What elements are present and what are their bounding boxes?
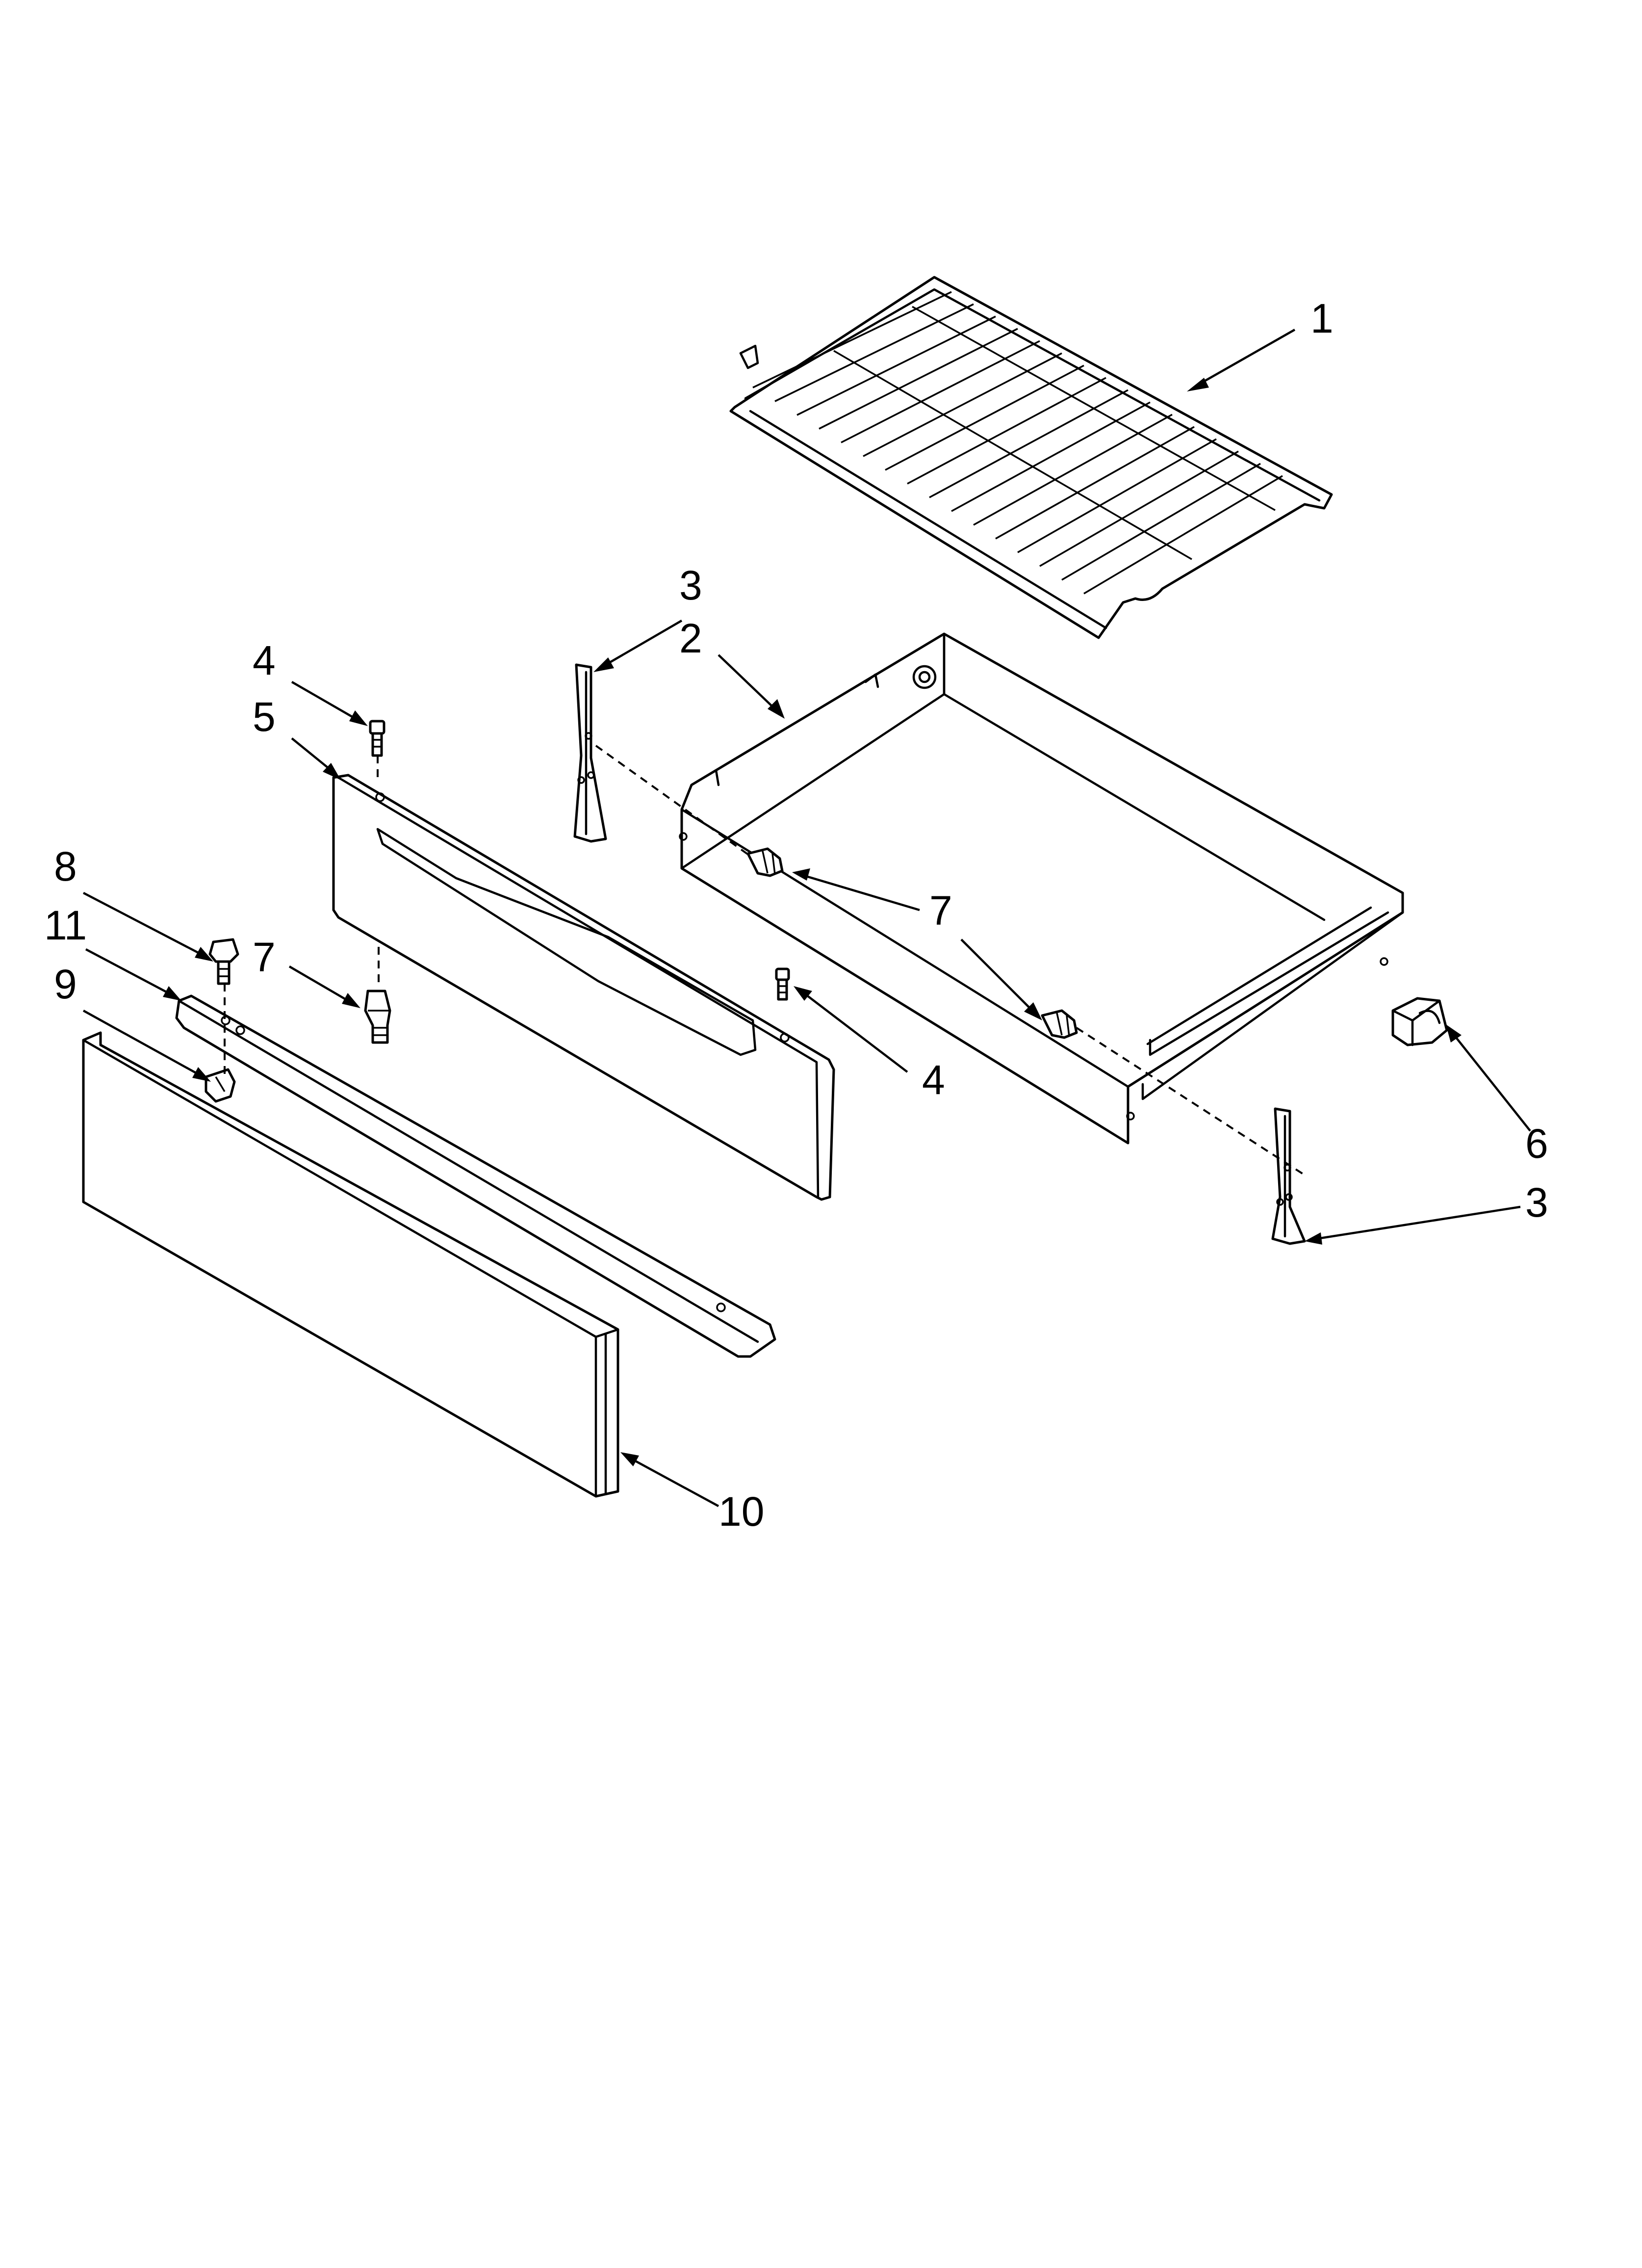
- part-drawer-front[interactable]: [332, 774, 835, 1201]
- part-screw-7-left-slide[interactable]: [746, 847, 784, 877]
- callout-4-top: 4: [253, 637, 276, 683]
- callout-3-top: 3: [679, 562, 702, 608]
- part-drawer-panel[interactable]: [82, 1031, 619, 1498]
- callout-7-left: 7: [253, 934, 276, 980]
- part-oven-rack[interactable]: [729, 276, 1333, 639]
- callout-2: 2: [679, 615, 702, 661]
- assembly-lines: [224, 745, 1306, 1176]
- part-slide-right[interactable]: [1271, 1107, 1306, 1245]
- part-clip[interactable]: [205, 1068, 236, 1103]
- part-screw-8[interactable]: [208, 938, 239, 985]
- part-bracket[interactable]: [1391, 997, 1448, 1046]
- callout-8: 8: [54, 843, 77, 889]
- part-screw-4-top[interactable]: [369, 720, 385, 757]
- callout-5: 5: [253, 694, 276, 740]
- part-screw-7-right-slide[interactable]: [1041, 1009, 1078, 1039]
- callout-1: 1: [1310, 295, 1334, 341]
- callout-9: 9: [54, 961, 77, 1007]
- part-screw-4-right[interactable]: [775, 967, 790, 1001]
- leader-lines: [82, 329, 1531, 1507]
- part-slide-left[interactable]: [573, 663, 607, 843]
- callout-labels: 1 2 3 3 4 4 5 6 7 7 8 9 10 11: [44, 295, 1548, 1535]
- callout-6: 6: [1525, 1121, 1548, 1167]
- callout-7-right: 7: [929, 887, 952, 934]
- callout-11: 11: [44, 902, 87, 948]
- callout-4-right: 4: [922, 1057, 945, 1103]
- callout-10: 10: [718, 1488, 764, 1535]
- part-screw-7-front[interactable]: [364, 990, 391, 1044]
- part-drawer-trim[interactable]: [175, 994, 776, 1358]
- callout-3-bottom: 3: [1525, 1179, 1548, 1225]
